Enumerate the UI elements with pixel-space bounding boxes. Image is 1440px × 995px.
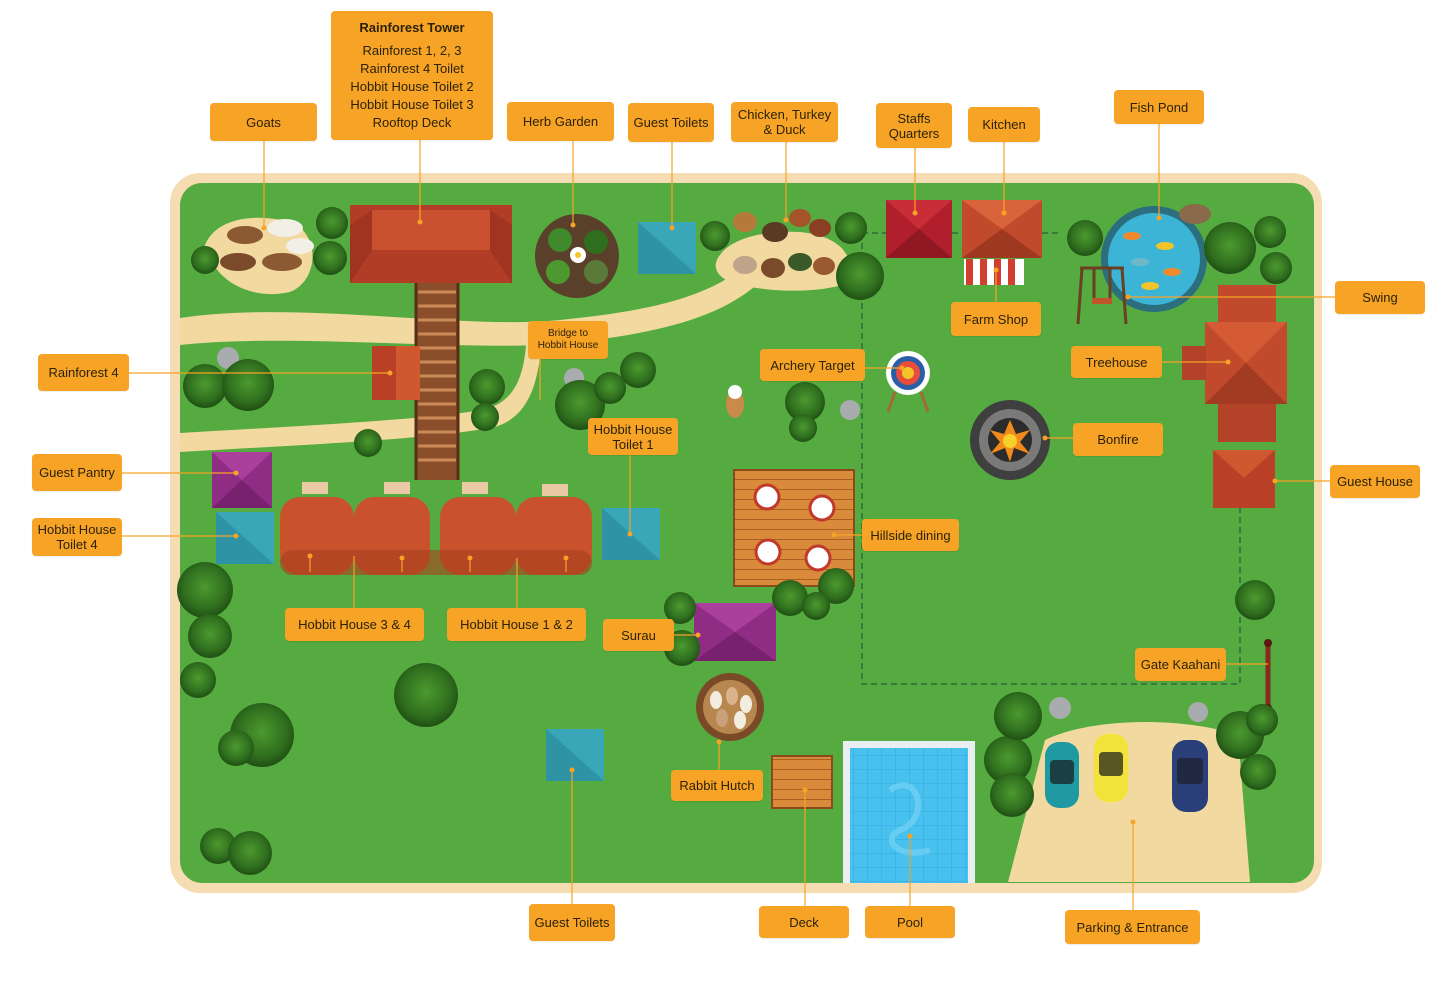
label-deck[interactable]: Deck — [759, 906, 849, 938]
bonfire-pit — [970, 400, 1050, 480]
hobbit-house-toilet-4-roof — [216, 512, 274, 564]
label-hobbit-house-3-4[interactable]: Hobbit House 3 & 4 — [285, 608, 424, 641]
rocks — [217, 347, 1208, 722]
label-hobbit-house-toilet-4[interactable]: Hobbit House Toilet 4 — [32, 518, 122, 556]
goats-pen — [220, 219, 314, 271]
archery-target — [886, 351, 930, 413]
hobbit-toilet-4-line: Toilet 4 — [56, 537, 98, 552]
pool-structure — [843, 741, 975, 883]
label-rainforest-4[interactable]: Rainforest 4 — [38, 354, 129, 391]
rainforest-tower-line: Hobbit House Toilet 2 — [350, 78, 474, 94]
staffs-quarters-line: Quarters — [888, 125, 940, 141]
guest-house-roof — [1213, 450, 1275, 508]
label-pool[interactable]: Pool — [865, 906, 955, 938]
rainforest-tower-line: Rainforest 1, 2, 3 — [362, 42, 462, 58]
dog — [726, 385, 744, 418]
rainforest-tower-line: Rainforest 4 Toilet — [360, 60, 464, 76]
label-hobbit-house-1-2[interactable]: Hobbit House 1 & 2 — [447, 608, 586, 641]
hobbit-houses — [280, 482, 592, 575]
rainforest-tower-line: Rooftop Deck — [372, 114, 452, 130]
label-goats[interactable]: Goats — [210, 103, 317, 141]
label-guest-pantry[interactable]: Guest Pantry — [32, 454, 122, 491]
connector-dots — [233, 210, 1278, 839]
label-gate-kaahani[interactable]: Gate Kaahani — [1135, 648, 1226, 681]
label-herb-garden[interactable]: Herb Garden — [507, 102, 614, 141]
poultry-pen — [733, 209, 835, 278]
label-rainforest-tower[interactable]: Rainforest Tower Rainforest 1, 2, 3 Rain… — [331, 11, 493, 140]
staffs-quarters-line: Staffs — [897, 110, 931, 126]
label-hobbit-house-toilet-1[interactable]: Hobbit House Toilet 1 — [588, 418, 678, 455]
bridge-to-hobbit-house — [414, 268, 460, 480]
hobbit-toilet-1-line: Toilet 1 — [612, 436, 654, 452]
rabbit-hutch — [696, 673, 764, 741]
label-guest-house[interactable]: Guest House — [1330, 465, 1420, 498]
hobbit-toilet-1-line: Hobbit House — [593, 421, 673, 437]
label-connectors — [122, 124, 1335, 910]
deck-structure — [771, 755, 833, 809]
surau-roof — [694, 603, 776, 661]
label-guest-toilets-top[interactable]: Guest Toilets — [628, 103, 714, 142]
bridge-line: Hobbit House — [537, 340, 599, 351]
fish-pond — [1101, 204, 1211, 312]
farm-shop-awning — [964, 259, 1024, 285]
label-bonfire[interactable]: Bonfire — [1073, 423, 1163, 456]
rainforest-tower-line: Hobbit House Toilet 3 — [350, 96, 474, 112]
rainforest-tower-title: Rainforest Tower — [359, 19, 465, 35]
trees-and-bushes — [177, 207, 1292, 875]
label-surau[interactable]: Surau — [603, 619, 674, 651]
guest-toilets-top-roof — [638, 222, 696, 274]
treehouse-roof — [1182, 285, 1287, 442]
chicken-turkey-duck-line: & Duck — [763, 122, 806, 137]
label-swing[interactable]: Swing — [1335, 281, 1425, 314]
label-archery-target[interactable]: Archery Target — [760, 349, 865, 381]
guest-toilets-bottom-roof — [546, 729, 604, 781]
bridge-line: Bridge to — [547, 328, 589, 339]
staffs-quarters-roof — [886, 200, 952, 258]
guest-pantry-roof — [212, 452, 272, 508]
kitchen-roof — [962, 200, 1042, 258]
label-treehouse[interactable]: Treehouse — [1071, 346, 1162, 378]
label-staffs-quarters[interactable]: Staffs Quarters — [876, 103, 952, 148]
label-farm-shop[interactable]: Farm Shop — [951, 302, 1041, 336]
label-hillside-dining[interactable]: Hillside dining — [862, 519, 959, 551]
parking-cars — [1045, 734, 1208, 812]
label-parking-entrance[interactable]: Parking & Entrance — [1065, 910, 1200, 944]
label-chicken-turkey-duck[interactable]: Chicken, Turkey & Duck — [731, 102, 838, 142]
label-fish-pond[interactable]: Fish Pond — [1114, 90, 1204, 124]
chicken-turkey-duck-line: Chicken, Turkey — [737, 107, 832, 122]
hobbit-toilet-4-line: Hobbit House — [37, 522, 117, 537]
swing — [1076, 266, 1128, 325]
herb-garden-bed — [535, 214, 619, 298]
label-guest-toilets-bottom[interactable]: Guest Toilets — [529, 904, 615, 941]
label-bridge-to-hobbit-house[interactable]: Bridge to Hobbit House — [528, 321, 608, 359]
label-rabbit-hutch[interactable]: Rabbit Hutch — [671, 770, 763, 801]
label-kitchen[interactable]: Kitchen — [968, 107, 1040, 142]
rainforest-tower-roof — [350, 205, 512, 283]
hillside-dining-deck — [733, 469, 855, 587]
